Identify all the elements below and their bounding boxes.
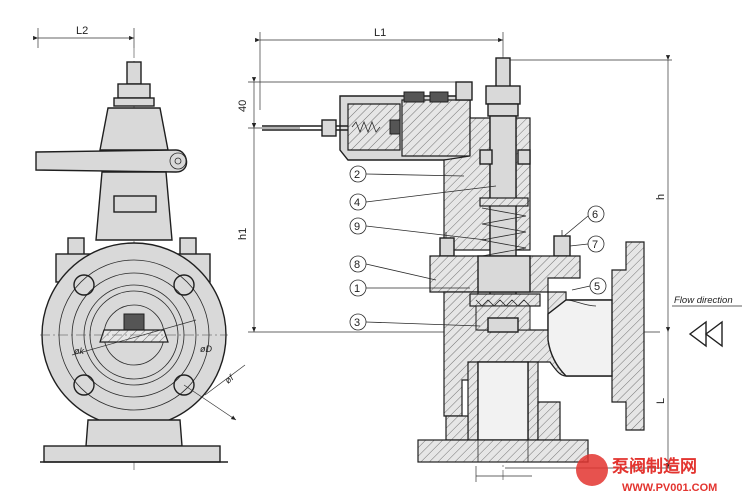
callout-7: 7 [569,235,605,253]
svg-text:7: 7 [592,239,598,251]
svg-text:3: 3 [354,317,360,329]
callout-3: 3 [349,313,481,331]
dim-df: øf [223,372,237,386]
dim-L2: L2 [76,25,88,37]
svg-text:WWW.PV001.COM: WWW.PV001.COM [622,482,717,494]
callout-1: 1 [349,279,470,297]
dim-L1: L1 [374,27,386,39]
svg-text:6: 6 [592,209,598,221]
callout-4: 4 [349,185,497,211]
svg-text:1: 1 [354,283,360,295]
callout-2: 2 [349,165,465,183]
dim-h1: h1 [237,228,249,240]
callout-9: 9 [349,217,487,241]
svg-text:泵阀制造网: 泵阀制造网 [612,456,697,477]
svg-text:9: 9 [354,221,360,233]
callout-8: 8 [349,255,437,281]
watermark: 泵阀制造网 WWW.PV001.COM [576,454,717,494]
dim-h: h [655,194,667,200]
svg-text:5: 5 [594,281,600,293]
svg-text:4: 4 [354,197,360,209]
callout-5: 5 [571,277,607,295]
flow-arrow-icon [688,320,723,348]
left-view: L2 [33,25,246,470]
svg-text:8: 8 [354,259,360,271]
dim-dK: øk [74,346,84,356]
flow-direction-label: Flow direction [674,295,733,306]
dim-dD: øD [200,344,212,354]
callout-6: 6 [563,205,605,237]
svg-text:2: 2 [354,169,360,181]
dim-40: 40 [237,100,249,112]
dim-L: L [655,398,667,404]
right-view: L1 40 h1 h L [237,27,742,482]
